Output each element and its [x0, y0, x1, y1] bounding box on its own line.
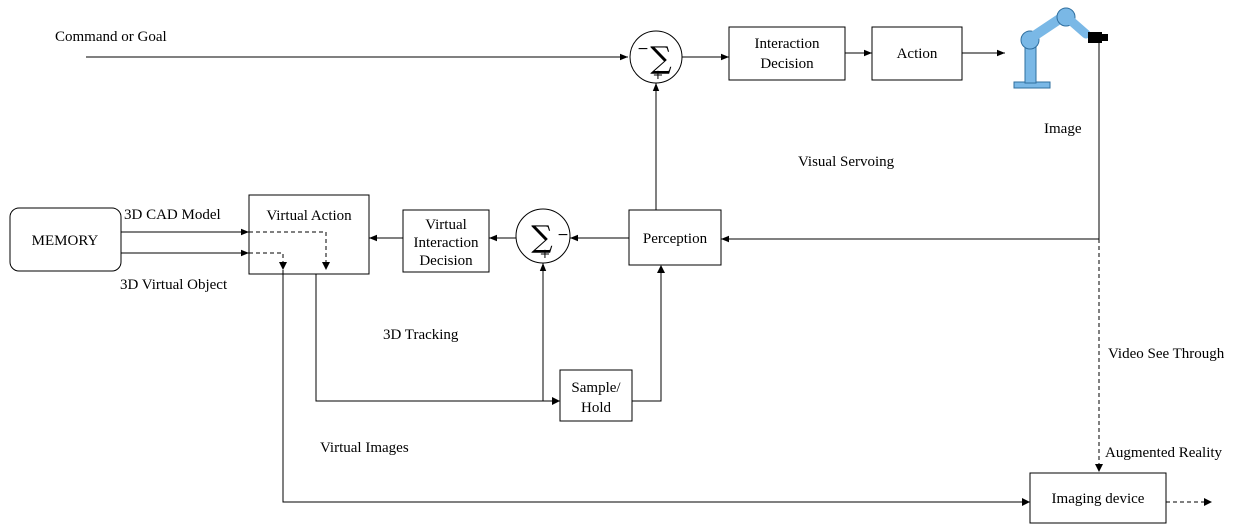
sample-hold-block: Sample/ Hold	[559, 369, 633, 422]
action-block: Action	[871, 26, 963, 81]
sample-hold-line2: Hold	[581, 400, 612, 416]
memory-block: MEMORY	[9, 207, 122, 272]
sum-top-minus: −	[637, 41, 649, 57]
sum-mid-plus: +	[540, 247, 551, 262]
robot-arm-icon	[1013, 7, 1108, 89]
camera-icon	[1088, 32, 1108, 43]
virtual-action-block: Virtual Action	[248, 194, 370, 275]
cad-inner-dashed	[249, 231, 327, 268]
virtual-images-label: Virtual Images	[320, 440, 409, 456]
sample-input-arrow	[552, 397, 560, 405]
tracking-label: 3D Tracking	[383, 327, 459, 343]
perception-label: Perception	[643, 231, 708, 247]
output-arrow	[1204, 498, 1212, 506]
vid-line1: Virtual	[425, 217, 467, 233]
virtual-action-label: Virtual Action	[266, 208, 352, 224]
virtual-object-label: 3D Virtual Object	[120, 277, 228, 293]
video-arrow	[1095, 464, 1103, 472]
perception-block: Perception	[628, 209, 722, 266]
virtual-interaction-decision-block: Virtual Interaction Decision	[402, 209, 490, 273]
sample-to-perception-line	[632, 267, 662, 402]
action-label: Action	[897, 46, 938, 62]
sum-junction-top: ∑ − +	[629, 30, 683, 84]
object-inner-arrow	[279, 262, 287, 270]
augmented-reality-label: Augmented Reality	[1105, 445, 1223, 461]
sample-hold-line1: Sample/	[571, 380, 621, 396]
cad-model-label: 3D CAD Model	[124, 207, 221, 223]
cad-inner-arrow	[322, 262, 330, 270]
vid-line2: Interaction	[414, 235, 479, 251]
sum-symbol-top: ∑	[650, 41, 672, 76]
image-label: Image	[1044, 121, 1082, 137]
memory-label: MEMORY	[32, 233, 99, 249]
perception-input-arrow	[657, 265, 665, 273]
imaging-device-block: Imaging device	[1029, 472, 1167, 524]
virtual-images-line	[282, 270, 1030, 503]
virtual-action-to-sample-line	[315, 274, 560, 402]
imaging-device-label: Imaging device	[1052, 491, 1145, 507]
interaction-decision-line2: Decision	[760, 56, 814, 72]
command-or-goal-label: Command or Goal	[55, 29, 167, 45]
imaging-input-arrow	[1022, 498, 1030, 506]
sum-top-plus: +	[653, 68, 664, 83]
sum-junction-middle: ∑ − +	[515, 208, 571, 264]
interaction-decision-block: Interaction Decision	[728, 26, 846, 81]
visual-servoing-label: Visual Servoing	[798, 154, 895, 170]
sum-symbol-middle: ∑	[531, 220, 553, 255]
vid-line3: Decision	[419, 253, 473, 269]
sum-mid-minus: −	[557, 227, 569, 243]
video-see-through-label: Video See Through	[1108, 346, 1225, 362]
interaction-decision-line1: Interaction	[755, 36, 820, 52]
